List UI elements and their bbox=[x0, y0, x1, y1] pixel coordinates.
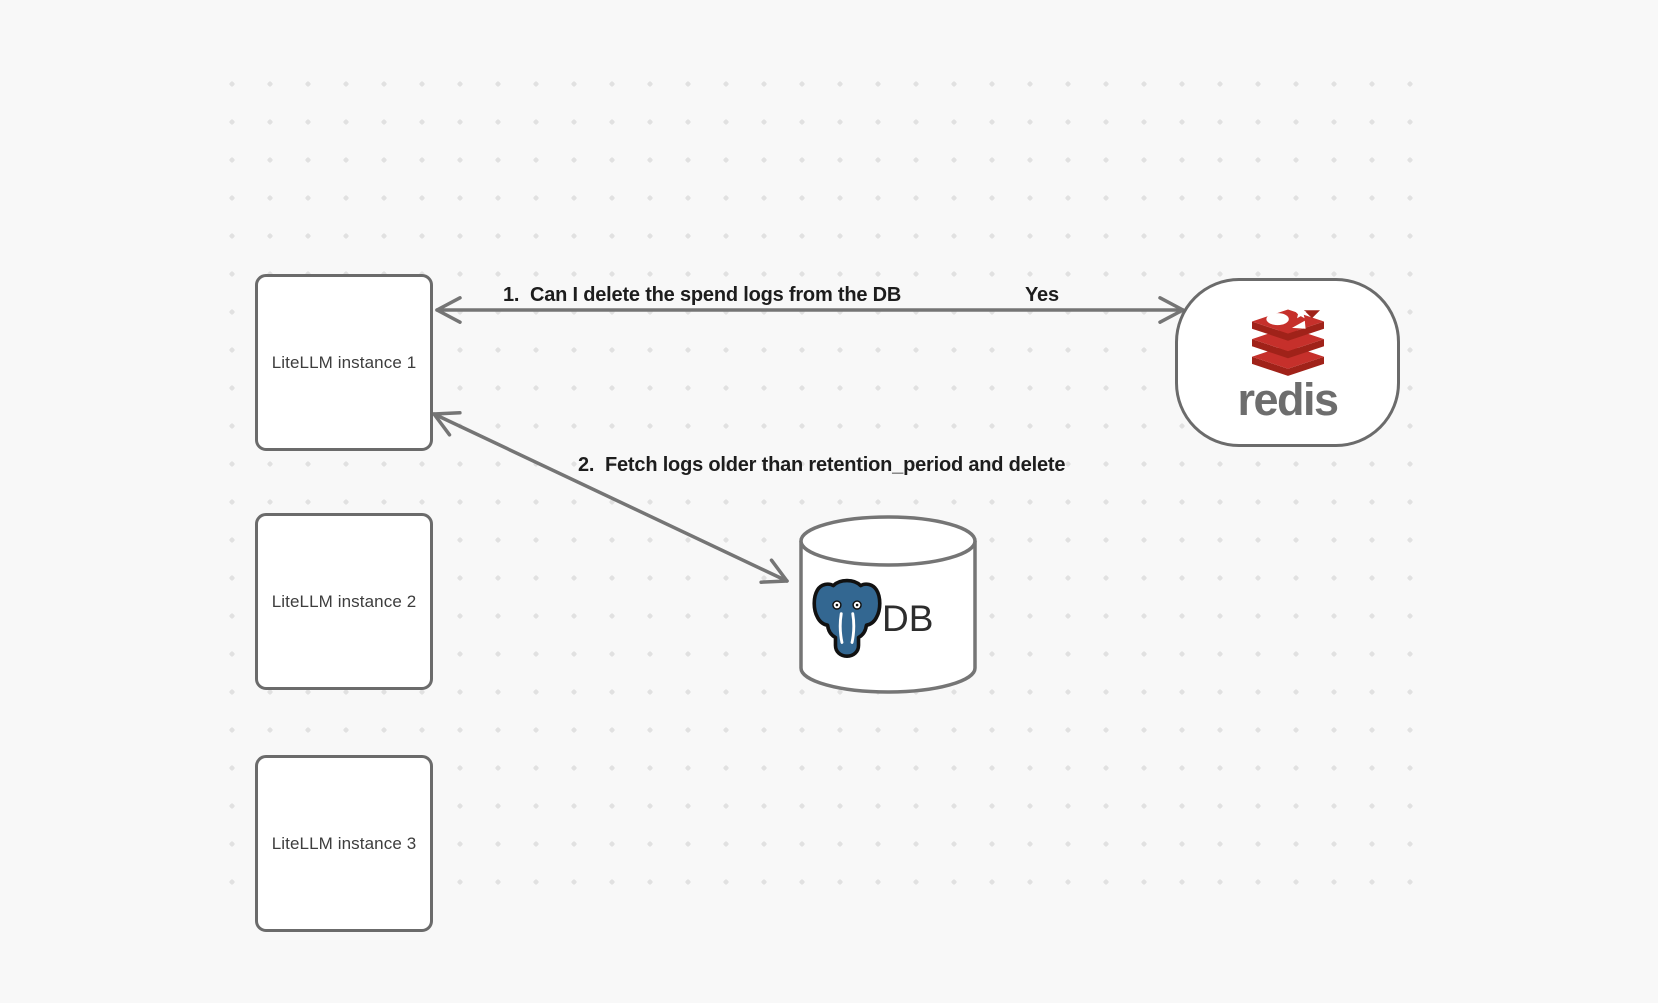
node-litellm-instance-2[interactable]: LiteLLM instance 2 bbox=[255, 513, 433, 690]
node-redis[interactable]: redis bbox=[1175, 278, 1400, 447]
edge-litellm1-db[interactable] bbox=[432, 411, 789, 584]
node-litellm-instance-1[interactable]: LiteLLM instance 1 bbox=[255, 274, 433, 451]
node-label: LiteLLM instance 2 bbox=[271, 591, 417, 611]
node-litellm-instance-3[interactable]: LiteLLM instance 3 bbox=[255, 755, 433, 932]
edge-2-label: 2. Fetch logs older than retention_perio… bbox=[578, 454, 1066, 476]
node-label: LiteLLM instance 3 bbox=[271, 833, 417, 853]
node-db[interactable]: DB bbox=[797, 514, 979, 695]
edge-1-label: 1. Can I delete the spend logs from the … bbox=[503, 284, 902, 306]
db-label: DB bbox=[882, 598, 934, 639]
redis-icon bbox=[1251, 307, 1324, 376]
database-cylinder-icon bbox=[799, 515, 977, 694]
postgresql-elephant-icon bbox=[812, 578, 882, 658]
redis-wordmark: redis bbox=[1237, 374, 1339, 425]
node-label: LiteLLM instance 1 bbox=[271, 352, 417, 372]
edge-1-response-label: Yes bbox=[1025, 284, 1059, 306]
